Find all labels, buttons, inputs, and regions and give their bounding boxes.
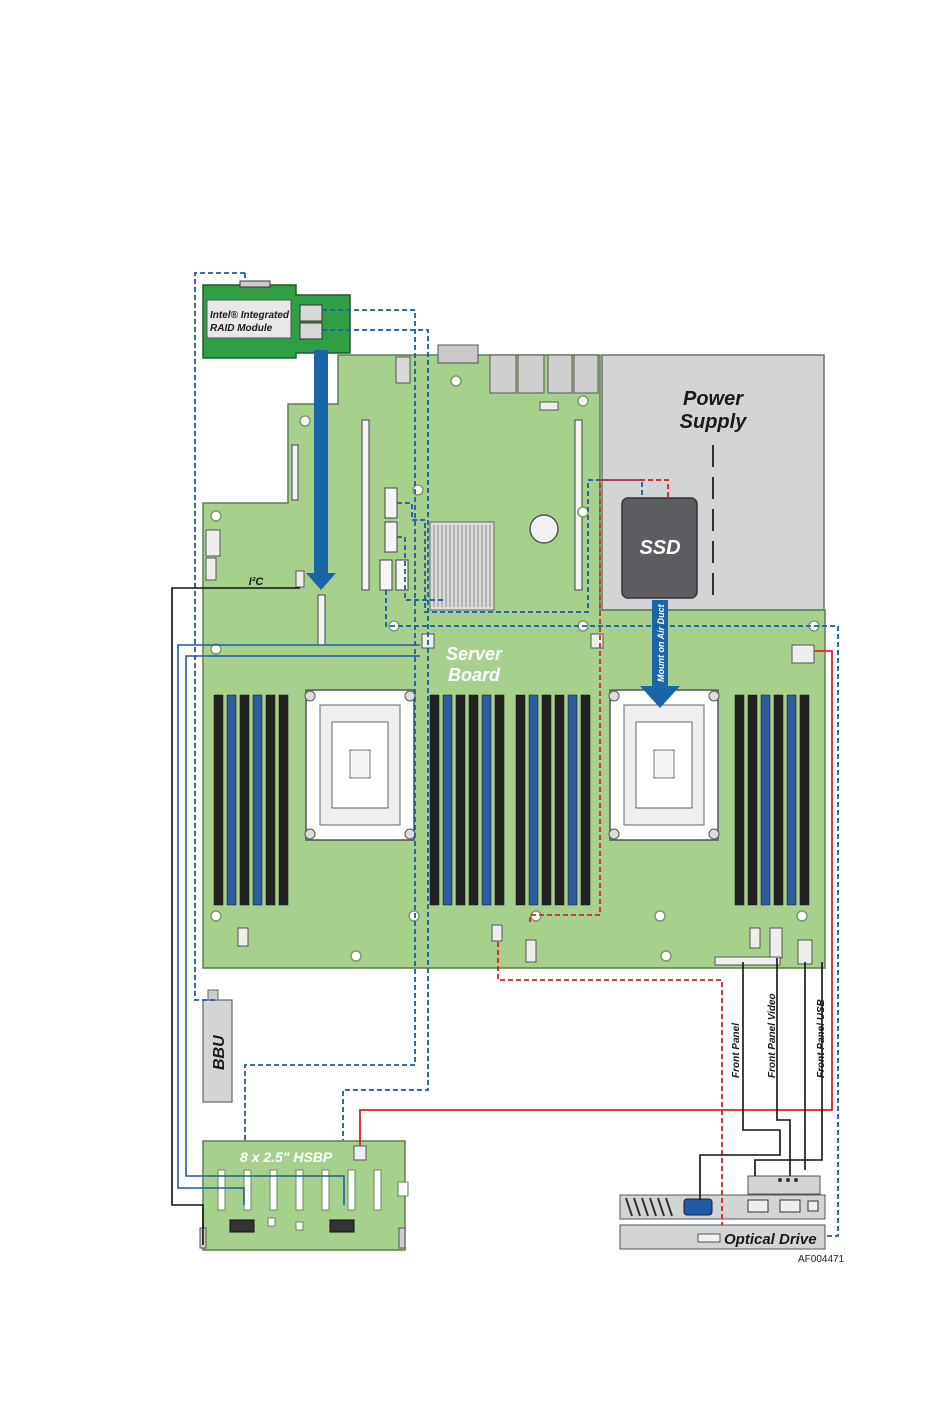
raid-module-label-2: RAID Module: [210, 323, 273, 334]
raid-module-label-1: Intel® Integrated: [210, 310, 290, 321]
cpu-socket-2: [609, 690, 719, 840]
ssd-label: SSD: [639, 537, 680, 559]
server-board-label-1: Server: [446, 644, 503, 664]
power-supply-label-1: Power: [683, 388, 744, 410]
front-panel-video-cable-label: Front Panel Video: [767, 993, 778, 1078]
power-supply-label-2: Supply: [680, 411, 748, 433]
mount-on-air-duct-label: Mount on Air Duct: [656, 603, 666, 682]
hsbp: 8 x 2.5" HSBP: [200, 1141, 408, 1250]
i2c-label: I²C: [249, 576, 265, 588]
server-board-label-2: Board: [448, 665, 501, 685]
front-panel-cable-label: Front Panel: [731, 1023, 742, 1078]
figure-id: AF004471: [798, 1254, 845, 1265]
raid-module: Intel® Integrated RAID Module: [203, 281, 350, 358]
cpu-socket-1: [305, 690, 415, 840]
front-panel-usb-cable-label: Front Panel USB: [816, 999, 827, 1078]
optical-drive: Optical Drive: [620, 1225, 825, 1249]
optical-drive-label: Optical Drive: [724, 1231, 817, 1248]
bbu-label: BBU: [211, 1035, 228, 1070]
bbu: BBU: [203, 990, 232, 1102]
hsbp-label: 8 x 2.5" HSBP: [240, 1149, 333, 1165]
ssd: SSD: [622, 498, 697, 598]
